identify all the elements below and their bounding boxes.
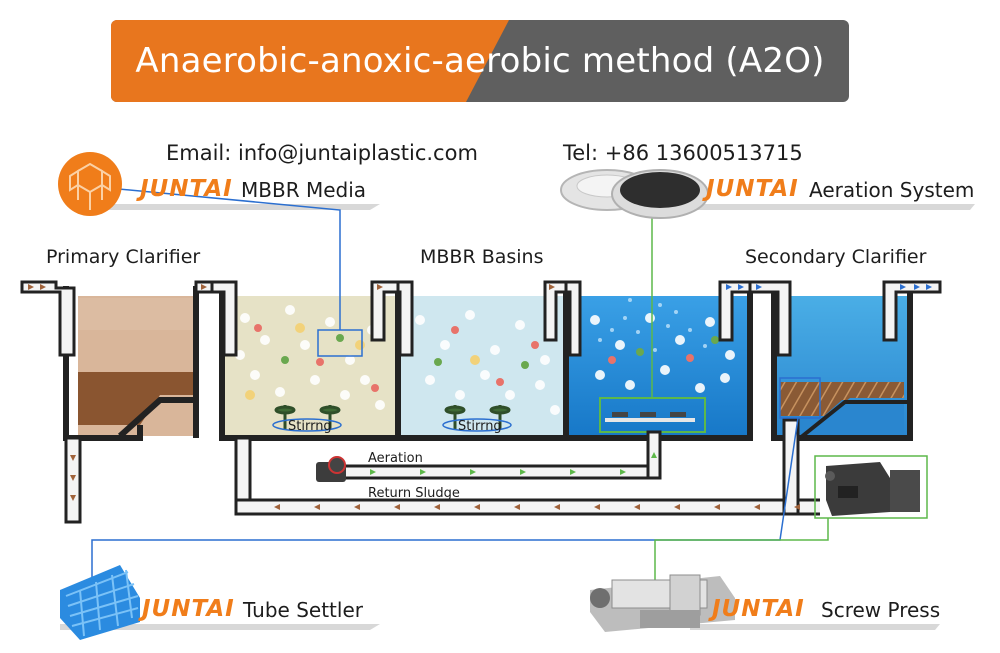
product-label-aeration-system: Aeration System <box>809 178 975 202</box>
brand-logo-aeration: JUNTAI <box>706 176 799 202</box>
return-sludge-arrows <box>70 455 800 510</box>
label-stirring-1: Stirrng <box>288 419 332 434</box>
screw-press-icon <box>590 574 735 632</box>
brand-logo-mbbr: JUNTAI <box>140 176 233 202</box>
title-banner: Anaerobic-anoxic-aerobic method (A2O) <box>111 20 849 102</box>
transfer-pipes <box>20 280 942 357</box>
stirrer-1 <box>272 405 342 432</box>
mbbr-basin-2 <box>398 286 569 441</box>
tube-settler-icon <box>60 565 140 640</box>
stirrer-2 <box>442 405 512 432</box>
stage-label-primary-clarifier: Primary Clarifier <box>46 246 201 268</box>
aeration-disc-icon <box>560 169 709 219</box>
stage-label-secondary-clarifier: Secondary Clarifier <box>745 246 927 268</box>
contact-email: Email: info@juntaiplastic.com <box>166 141 478 165</box>
dewatering-unit-icon <box>820 460 924 516</box>
callout-lines <box>91 187 928 590</box>
mbbr-basin-1 <box>219 286 401 441</box>
product-label-screw-press: Screw Press <box>821 598 941 622</box>
product-label-tube-settler: Tube Settler <box>243 598 363 622</box>
product-label-mbbr-media: MBBR Media <box>241 178 367 202</box>
stage-label-mbbr-basins: MBBR Basins <box>420 246 544 268</box>
aeration-air-line <box>338 430 662 480</box>
media-particles <box>235 298 735 415</box>
label-return-sludge: Return Sludge <box>368 486 460 501</box>
banner-background <box>111 20 849 102</box>
page-title: Anaerobic-anoxic-aerobic method (A2O) <box>135 41 825 81</box>
contact-tel: Tel: +86 13600513715 <box>563 141 803 165</box>
brand-logo-tube-settler: JUNTAI <box>142 596 235 622</box>
blower-icon <box>316 456 346 482</box>
label-aeration: Aeration <box>368 451 423 466</box>
flow-arrows <box>28 284 932 290</box>
label-stirring-2: Stirrng <box>458 419 502 434</box>
primary-clarifier-tank <box>63 286 199 441</box>
label-swooshes <box>60 204 975 630</box>
mbbr-media-icon <box>58 152 122 216</box>
brand-logo-screw-press: JUNTAI <box>712 596 805 622</box>
